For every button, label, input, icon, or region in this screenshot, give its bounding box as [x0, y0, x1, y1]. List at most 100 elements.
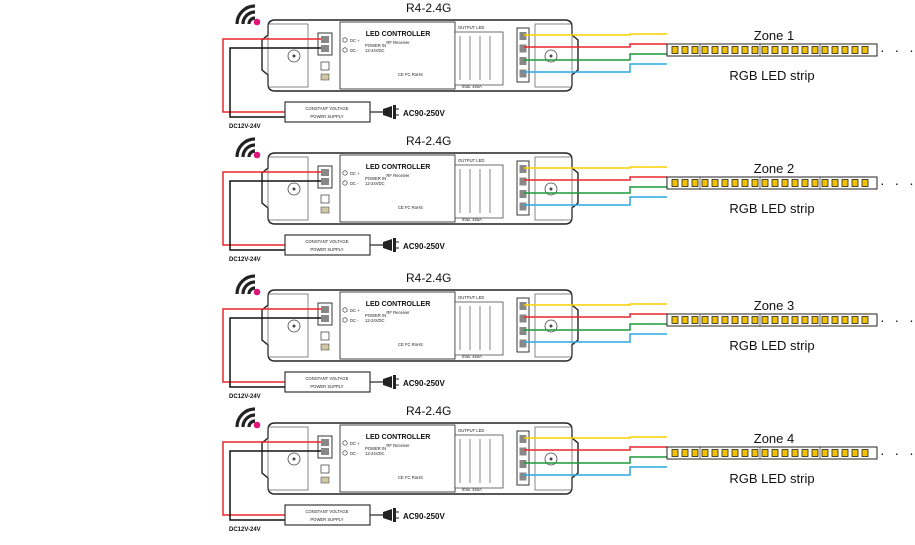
red-channel-wire — [524, 176, 667, 181]
dc-voltage-label: DC12V-24V — [229, 394, 261, 400]
led-chip — [841, 316, 849, 324]
controller-subtitle: RF Receiver — [386, 310, 410, 315]
led-chip — [841, 449, 849, 457]
led-chip — [731, 46, 739, 54]
led-chip — [771, 316, 779, 324]
led-chip — [801, 179, 809, 187]
dc-minus-label: DC - — [350, 48, 359, 53]
led-chip — [761, 46, 769, 54]
psu-line1: CONSTANT VOLTAGE — [306, 106, 349, 111]
strip-label: RGB LED strip — [729, 68, 814, 83]
dc-negative-wire — [229, 317, 321, 388]
model-label: R4-2.4G — [406, 134, 451, 148]
led-chip — [851, 316, 859, 324]
led-chip — [821, 316, 829, 324]
power-plug-icon — [383, 375, 399, 389]
zone-label: Zone 2 — [754, 161, 794, 176]
power-plug-icon — [383, 105, 399, 119]
power-range-label: 12-24VDC — [365, 318, 385, 323]
led-chip — [731, 179, 739, 187]
led-chip — [711, 316, 719, 324]
led-chip — [791, 46, 799, 54]
led-chip — [761, 449, 769, 457]
power-in-label: POWER IN — [365, 313, 386, 318]
led-chip — [861, 46, 869, 54]
continuation-dots: · · · — [880, 445, 915, 461]
blue-channel-wire — [524, 63, 667, 73]
dc-negative-wire — [229, 47, 321, 118]
controller-title: LED CONTROLLER — [366, 164, 431, 171]
max-current-label: max. 4x5A — [462, 217, 482, 222]
output-led-label: OUTPUT LED — [458, 158, 484, 163]
led-chip — [741, 316, 749, 324]
continuation-dots: · · · — [880, 42, 915, 58]
dc-negative-wire — [229, 450, 321, 521]
led-chip — [671, 316, 679, 324]
led-chip — [841, 179, 849, 187]
rgb-led-strip — [666, 43, 878, 57]
blue-channel-wire — [524, 466, 667, 476]
led-chip — [691, 316, 699, 324]
dc-voltage-label: DC12V-24V — [229, 124, 261, 130]
psu-line2: POWER SUPPLY — [310, 247, 343, 252]
rgb-led-strip — [666, 313, 878, 327]
psu-line2: POWER SUPPLY — [310, 114, 343, 119]
led-chip — [741, 449, 749, 457]
dc-plus-label: DC + — [350, 38, 360, 43]
led-chip — [831, 316, 839, 324]
controller-subtitle: RF Receiver — [386, 40, 410, 45]
dc-plus-label: DC + — [350, 441, 360, 446]
led-chip — [791, 449, 799, 457]
controller-title: LED CONTROLLER — [366, 434, 431, 441]
led-chip — [801, 46, 809, 54]
led-chip — [831, 46, 839, 54]
controller-subtitle: RF Receiver — [386, 443, 410, 448]
v-plus-wire — [524, 303, 667, 306]
strip-label: RGB LED strip — [729, 201, 814, 216]
led-chip — [811, 449, 819, 457]
wifi-signal-icon — [235, 274, 256, 295]
led-chip — [751, 46, 759, 54]
wifi-signal-icon — [235, 407, 256, 428]
v-plus-wire — [524, 436, 667, 439]
controller-title: LED CONTROLLER — [366, 301, 431, 308]
led-chip — [701, 449, 709, 457]
led-chip — [841, 46, 849, 54]
led-chip — [701, 316, 709, 324]
v-plus-wire — [524, 166, 667, 169]
dc-positive-wire — [222, 38, 321, 113]
led-chip — [751, 179, 759, 187]
led-chip — [691, 179, 699, 187]
led-chip — [771, 46, 779, 54]
led-chip — [861, 449, 869, 457]
led-chip — [671, 449, 679, 457]
continuation-dots: · · · — [880, 175, 915, 191]
led-chip — [851, 46, 859, 54]
max-current-label: max. 4x5A — [462, 84, 482, 89]
led-chip — [811, 316, 819, 324]
led-chip — [831, 179, 839, 187]
cert-label: CE FC RoHS — [398, 342, 423, 347]
blue-channel-wire — [524, 196, 667, 206]
led-chip — [731, 316, 739, 324]
max-current-label: max. 4x5A — [462, 354, 482, 359]
ac-voltage-label: AC90-250V — [403, 379, 445, 388]
led-chip — [721, 179, 729, 187]
led-chip — [671, 179, 679, 187]
rgb-led-strip — [666, 446, 878, 460]
power-plug-icon — [383, 508, 399, 522]
led-chip — [691, 449, 699, 457]
output-led-label: OUTPUT LED — [458, 25, 484, 30]
dc-minus-label: DC - — [350, 451, 359, 456]
dc-minus-label: DC - — [350, 318, 359, 323]
psu-line2: POWER SUPPLY — [310, 384, 343, 389]
led-chip — [851, 449, 859, 457]
